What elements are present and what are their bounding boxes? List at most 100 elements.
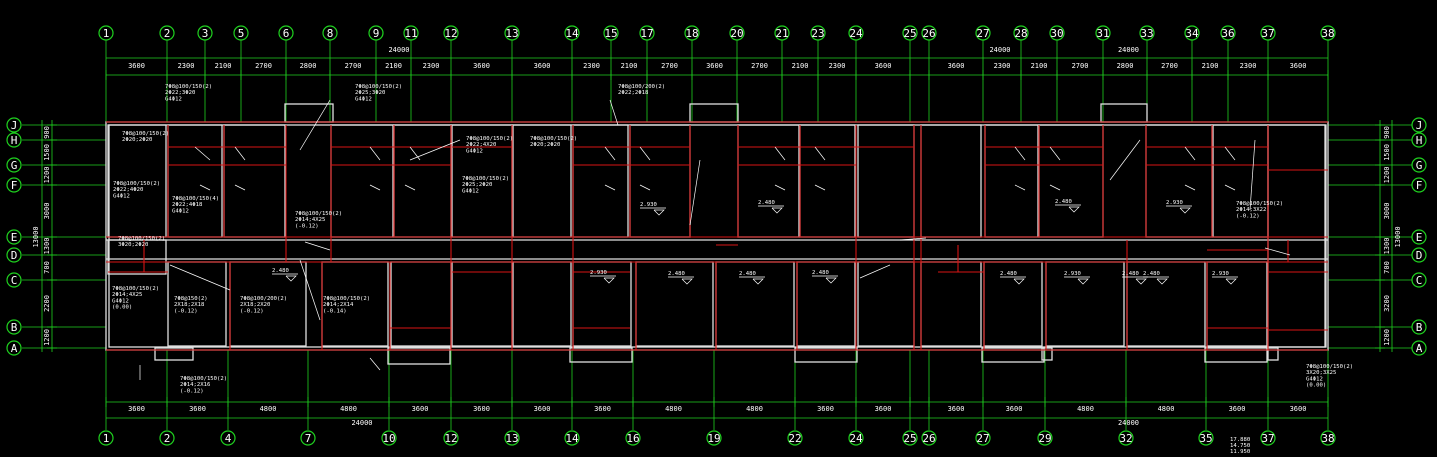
rebar-mark [199,184,211,191]
axis-bubble-label: J [11,119,18,132]
beam-note-line: G4Φ12 [113,193,130,199]
top-axis-bubble: 1 [98,25,114,41]
bottom-axis-bubble: 10 [381,430,397,446]
rebar-mark [1224,146,1236,161]
rebar-mark [369,146,381,161]
top-axis-bubble: 36 [1220,25,1236,41]
room-lower [512,261,572,347]
beam-note-line: 2Φ22;4Φ18 [172,202,203,208]
axis-bubble-label: G [1416,159,1423,172]
balcony [154,347,194,361]
axis-bubble-label: 11 [404,27,417,40]
axis-bubble-label: 19 [707,432,720,445]
bottom-dimension-text: 3600 [1006,405,1023,413]
axis-bubble-label: 37 [1261,432,1274,445]
room-corner [107,239,167,275]
bottom-axis-bubble: 1 [98,430,114,446]
slab-level: 2.480 [758,200,784,214]
rebar-mark [369,357,381,371]
right-axis-bubble: B [1411,319,1427,335]
beam-note-line: 7Φ8@100/150(2) [1306,364,1353,370]
rebar-mark [404,184,416,191]
axis-bubble-circle [159,430,175,446]
axis-bubble-label: 23 [811,27,824,40]
left-axis-bubble: B [6,319,22,335]
beam-note-line: 2Φ20;2Φ20 [122,137,152,143]
level-triangle-icon [653,209,665,216]
axis-bubble-label: G [11,159,18,172]
axis-bubble-label: 38 [1321,27,1334,40]
room-upper [920,124,982,238]
axis-bubble-circle [1260,25,1276,41]
outer-wall [105,121,1329,351]
right-axis-bubble: J [1411,117,1427,133]
beam-note-line: G4Φ12 [112,298,129,304]
left-dimension-text: 2200 [43,295,51,312]
beam-note: 7Φ8@100/150(2)2Φ14;3Χ22(-0.12) [1236,201,1283,219]
outer-wall-inner [108,124,1326,348]
rebar-mark [859,264,891,279]
room-end [1267,124,1327,348]
top-axis-bubble: 37 [1260,25,1276,41]
level-triangle-icon [681,278,693,285]
top-axis-bubble: 17 [639,25,655,41]
axis-bubble-label: 2 [164,432,171,445]
level-triangle-icon [771,207,783,214]
right-dimension-text: 3200 [1383,295,1391,312]
beam-note-line: (-0.12) [174,308,198,314]
axis-bubble-circle [233,25,249,41]
room-upper [799,124,856,238]
left-axis-bubble: E [6,229,22,245]
bottom-axis-bubble: 12 [443,430,459,446]
room-lower [451,261,513,347]
slab-level-value: 2.480 [1000,271,1017,277]
bottom-dimension-text: 3600 [473,405,490,413]
axis-bubble-label: H [11,134,18,147]
beam-note-line: 7Φ8@100/150(2) [122,131,169,137]
top-dimension-text: 2300 [423,62,440,70]
stair-bay [689,103,739,123]
right-dimension-text: 700 [1383,261,1391,274]
corner-level: 11.950 [1230,449,1250,455]
top-dimension-text: 2700 [1072,62,1089,70]
axis-bubble-circle [564,25,580,41]
beam-note-line: (-0.12) [240,308,264,314]
bottom-dimension-text: 3600 [875,405,892,413]
bottom-axis-bubble: 29 [1037,430,1053,446]
bottom-dimension-text: 4800 [665,405,682,413]
left-dimension-text: 1500 [43,144,51,161]
right-dimension-text: 1200 [1383,167,1391,184]
axis-bubble-circle [6,340,22,356]
room-lower [390,261,452,347]
bottom-dimension-text: 3600 [948,405,965,413]
bottom-dimension-text: 4800 [1077,405,1094,413]
axis-bubble-label: 36 [1221,27,1234,40]
axis-bubble-circle [1411,117,1427,133]
bottom-dimension-text: 3600 [189,405,206,413]
axis-bubble-circle [1139,25,1155,41]
top-dimension-text: 3600 [128,62,145,70]
axis-bubble-circle [6,132,22,148]
rebar-mark [1109,139,1141,181]
axis-bubble-label: 8 [327,27,334,40]
beam-note-line: 7Φ8@100/200(2) [618,84,665,90]
bottom-dimension-text: 4800 [746,405,763,413]
top-axis-bubble: 26 [921,25,937,41]
rebar-mark [899,237,927,241]
rebar-mark [814,146,826,161]
rebar-mark [1264,247,1291,256]
beam-note: 7Φ8@100/150(2)3Φ20;2Φ20 [118,236,165,248]
rebar-mark [604,184,616,191]
slab-level-value: 2.480 [812,270,829,276]
top-total-dimension: 24000 [1118,46,1139,54]
axis-bubble-circle [6,247,22,263]
beam-note-line: G4Φ12 [355,96,372,102]
bottom-dimension-text: 3600 [1229,405,1246,413]
top-axis-bubble: 13 [504,25,520,41]
axis-bubble-circle [1013,25,1029,41]
axis-bubble-circle [6,272,22,288]
top-axis-bubble: 8 [322,25,338,41]
axis-bubble-label: 20 [730,27,743,40]
right-dimension-text: 1300 [1383,238,1391,255]
